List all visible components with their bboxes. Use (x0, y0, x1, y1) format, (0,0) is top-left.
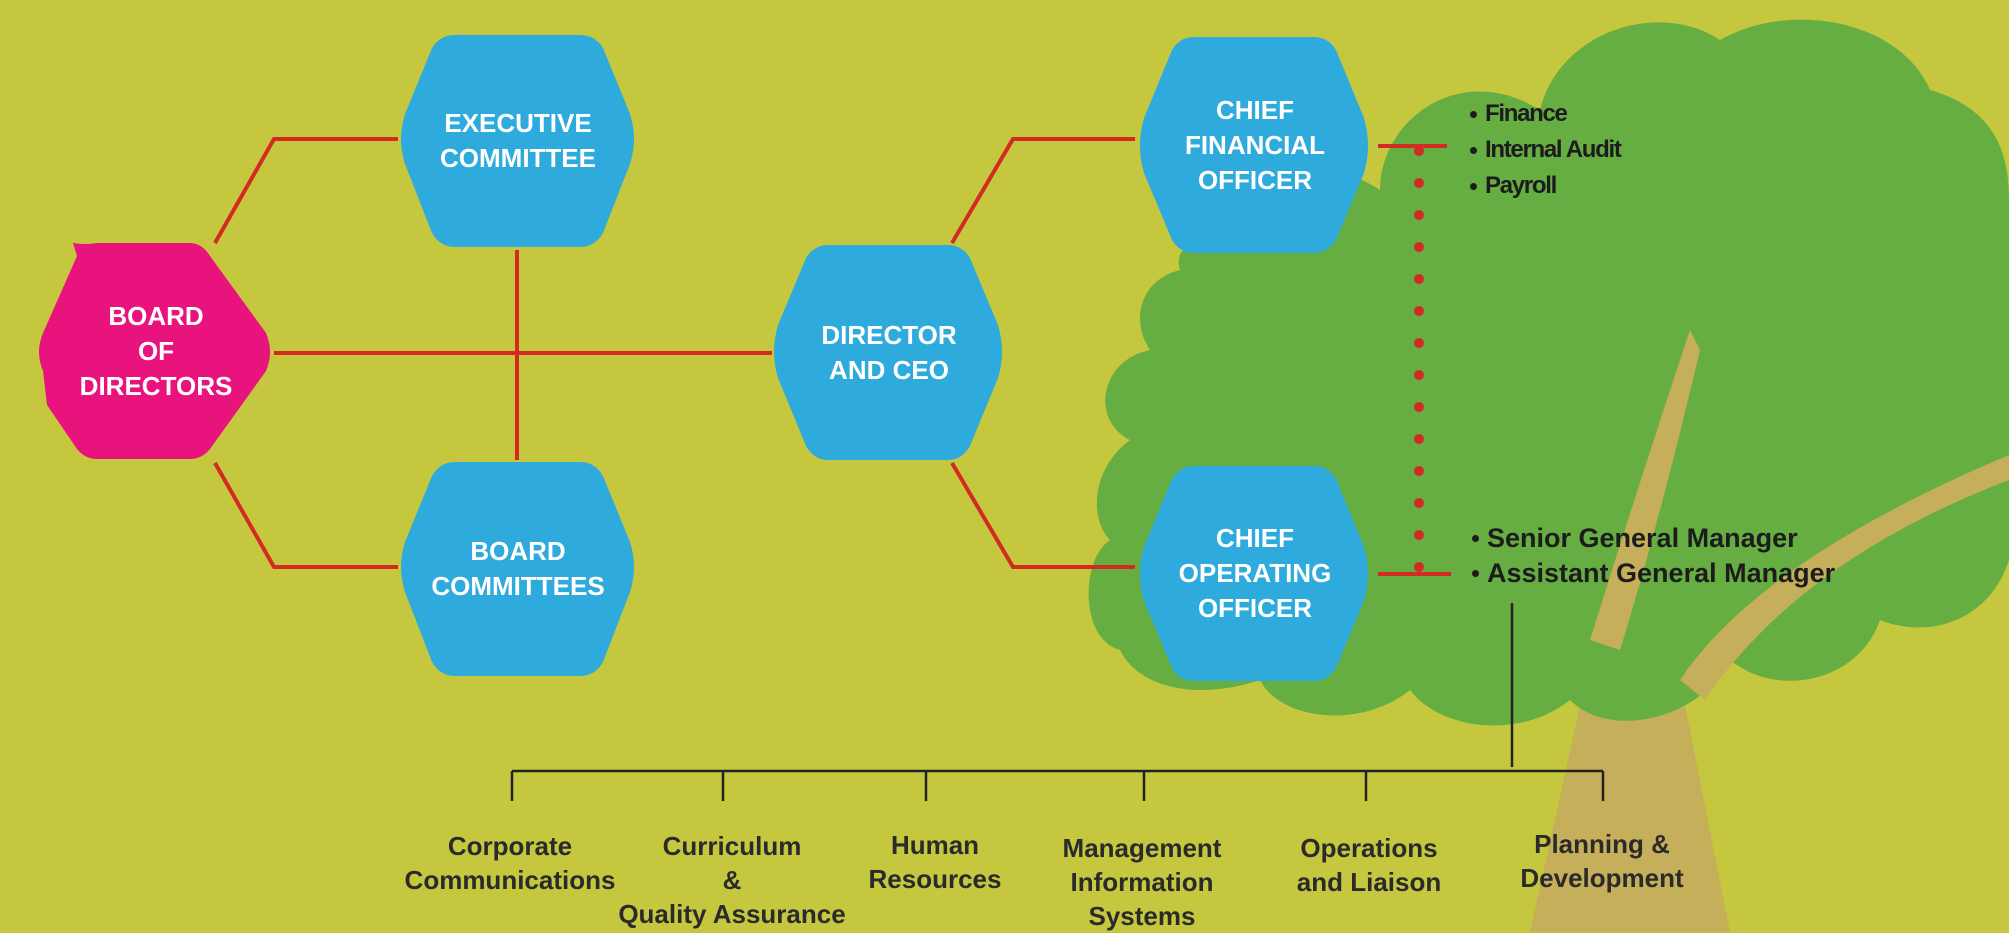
dotted-reporting-line (1414, 146, 1424, 572)
director-ceo-label: DIRECTOR AND CEO (821, 319, 957, 385)
reporting-dot (1414, 338, 1424, 348)
coo-units-list: Senior General Manager Assistant General… (1472, 521, 1835, 591)
coo-unit-item: Assistant General Manager (1472, 556, 1835, 591)
committees-hexagon (401, 462, 634, 676)
cfo-units-list: Finance Internal Audit Payroll (1470, 96, 1622, 204)
reporting-dot (1414, 402, 1424, 412)
cfo-unit-item: Finance (1470, 96, 1621, 132)
department-curriculum-qa: Curriculum & Quality Assurance (618, 831, 846, 929)
board-committees-label: BOARD COMMITTEES (431, 536, 605, 601)
cfo-unit-finance: Finance (1485, 100, 1568, 127)
department-mis: Management Information Systems (1062, 833, 1222, 931)
department-operations-liaison: Operations and Liaison (1296, 833, 1442, 897)
reporting-dot (1414, 530, 1424, 540)
reporting-dot (1414, 306, 1424, 316)
reporting-dot (1414, 466, 1424, 476)
connector-board-executive (213, 137, 398, 244)
reporting-dot (1414, 146, 1424, 156)
reporting-dot (1414, 242, 1424, 252)
coo-label: CHIEF OPERATING OFFICER (1178, 523, 1332, 623)
hexagon-nodes (39, 35, 1368, 681)
board-label: BOARD OF DIRECTORS (79, 300, 233, 401)
reporting-dot (1414, 210, 1424, 220)
reporting-dot (1414, 370, 1424, 380)
cfo-unit-payroll: Payroll (1485, 172, 1557, 199)
connector-ceo-cfo (950, 137, 1135, 245)
coo-unit-assistant-gm: Assistant General Manager (1487, 558, 1836, 588)
cfo-hexagon (1140, 37, 1368, 253)
coo-unit-senior-gm: Senior General Manager (1487, 523, 1798, 553)
connector-board-committees (213, 462, 398, 569)
bullet-icon (1470, 110, 1477, 118)
cfo-unit-internal-audit: Internal Audit (1485, 136, 1622, 163)
coo-unit-item: Senior General Manager (1472, 521, 1835, 556)
connector-ceo-coo (950, 461, 1135, 569)
bullet-icon (1472, 570, 1479, 577)
department-lines (510, 603, 1605, 801)
board-hexagon (39, 243, 270, 459)
reporting-dot (1414, 434, 1424, 444)
coo-hexagon (1140, 466, 1368, 681)
cfo-unit-item: Internal Audit (1470, 132, 1622, 168)
ceo-hexagon (774, 245, 1002, 460)
reporting-dot (1414, 274, 1424, 284)
reporting-dot (1414, 562, 1424, 572)
bullet-icon (1472, 535, 1479, 542)
reporting-dot (1414, 178, 1424, 188)
department-human-resources: Human Resources (868, 830, 1002, 894)
connector-lines (213, 137, 1451, 576)
cfo-label: CHIEF FINANCIAL OFFICER (1184, 94, 1326, 195)
cfo-unit-item: Payroll (1470, 168, 1621, 204)
executive-hexagon (401, 35, 634, 247)
department-corporate-communications: Corporate Communications (404, 831, 616, 895)
reporting-dot (1414, 498, 1424, 508)
tree-trunk-upper (1590, 330, 2009, 700)
executive-committee-label: EXECUTIVE COMMITTEE (440, 108, 596, 173)
department-planning-development: Planning & Development (1520, 829, 1684, 893)
bullet-icon (1470, 146, 1477, 154)
bullet-icon (1470, 182, 1477, 190)
